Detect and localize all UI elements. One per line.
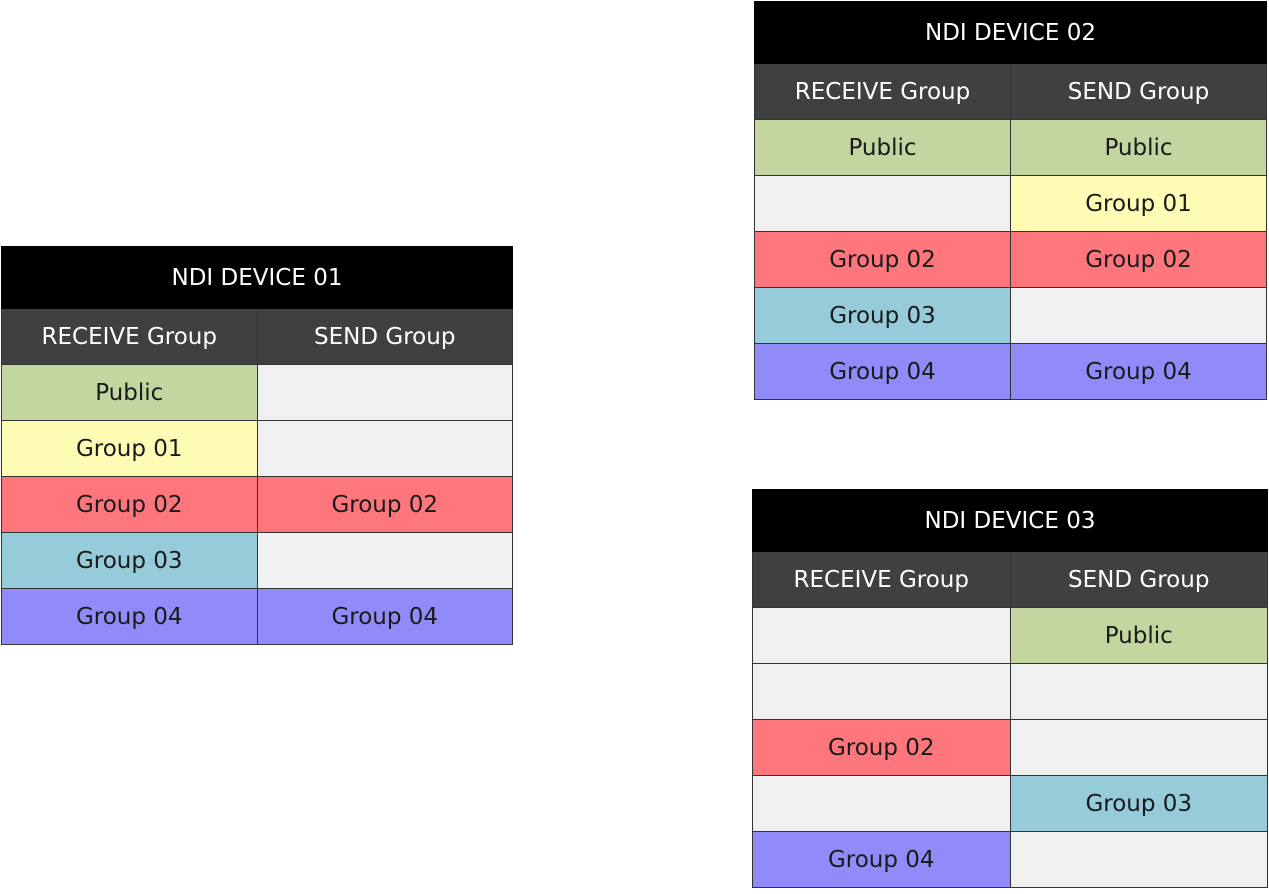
send-cell: Group 01 — [1010, 175, 1267, 232]
send-cell — [1009, 831, 1268, 888]
send-group-header: SEND Group — [1009, 551, 1268, 608]
receive-group-header: RECEIVE Group — [754, 63, 1011, 120]
send-cell — [256, 532, 513, 589]
send-cell: Group 02 — [256, 476, 513, 533]
device-title: NDI DEVICE 03 — [752, 489, 1268, 552]
send-cell: Group 03 — [1009, 775, 1268, 832]
receive-cell: Group 02 — [752, 719, 1011, 776]
ndi-device-01-table: NDI DEVICE 01 RECEIVE Group SEND Group P… — [1, 246, 513, 645]
send-cell: Public — [1010, 119, 1267, 176]
receive-cell: Group 03 — [1, 532, 258, 589]
receive-cell: Group 02 — [1, 476, 258, 533]
send-cell — [1010, 287, 1267, 344]
receive-cell — [752, 663, 1011, 720]
receive-cell — [754, 175, 1011, 232]
receive-cell: Public — [1, 364, 258, 421]
device-title: NDI DEVICE 01 — [1, 246, 513, 309]
receive-cell — [752, 607, 1011, 664]
receive-cell — [752, 775, 1011, 832]
send-cell: Public — [1009, 607, 1268, 664]
send-cell: Group 04 — [1010, 343, 1267, 400]
send-cell: Group 04 — [256, 588, 513, 645]
receive-cell: Group 04 — [1, 588, 258, 645]
send-cell — [1009, 719, 1268, 776]
ndi-device-02-table: NDI DEVICE 02 RECEIVE Group SEND Group P… — [754, 1, 1267, 400]
receive-cell: Group 01 — [1, 420, 258, 477]
receive-cell: Group 04 — [752, 831, 1011, 888]
send-group-header: SEND Group — [256, 308, 513, 365]
receive-cell: Group 04 — [754, 343, 1011, 400]
ndi-device-03-table: NDI DEVICE 03 RECEIVE Group SEND Group P… — [752, 489, 1268, 888]
receive-cell: Group 02 — [754, 231, 1011, 288]
send-cell — [1009, 663, 1268, 720]
receive-cell: Public — [754, 119, 1011, 176]
send-group-header: SEND Group — [1010, 63, 1267, 120]
send-cell: Group 02 — [1010, 231, 1267, 288]
device-title: NDI DEVICE 02 — [754, 1, 1267, 64]
receive-group-header: RECEIVE Group — [752, 551, 1011, 608]
receive-cell: Group 03 — [754, 287, 1011, 344]
receive-group-header: RECEIVE Group — [1, 308, 258, 365]
send-cell — [256, 420, 513, 477]
send-cell — [256, 364, 513, 421]
